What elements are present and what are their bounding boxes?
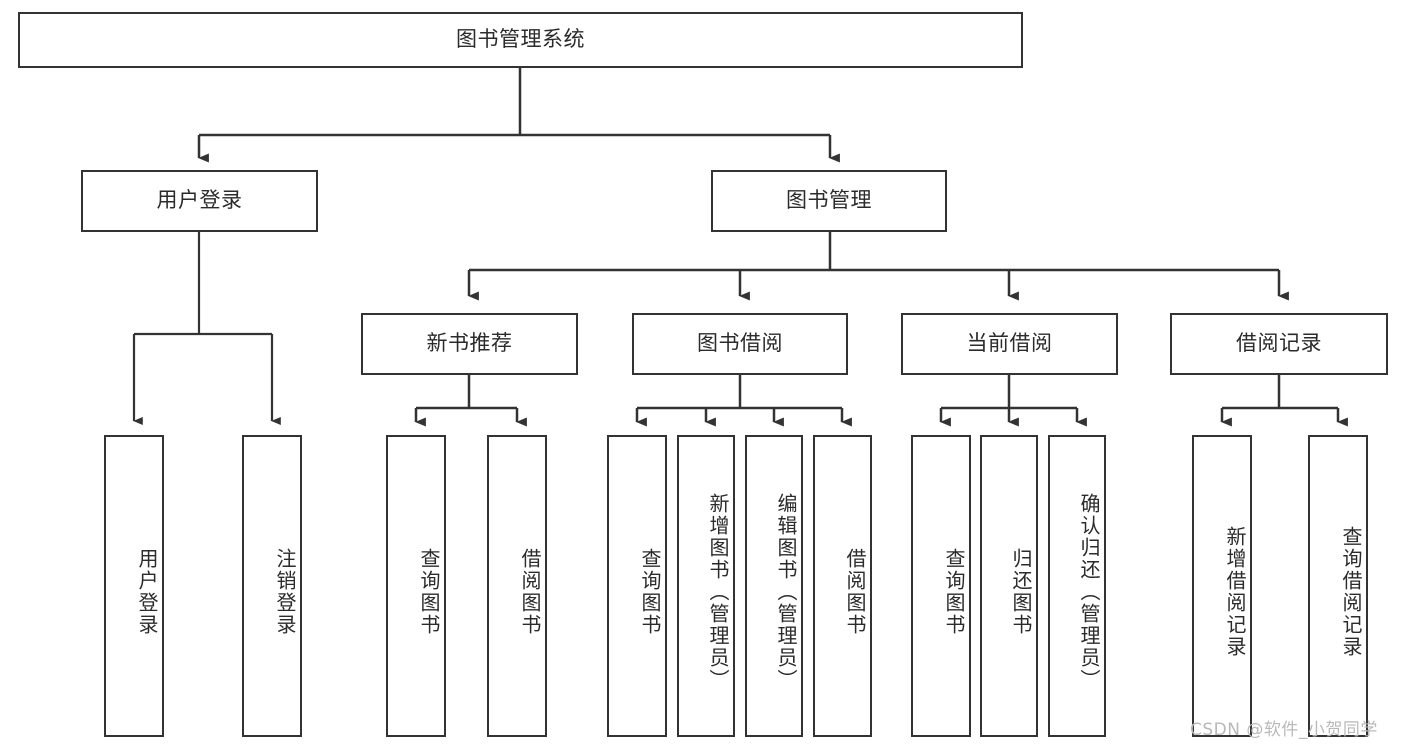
node-leaf-query-book-3[interactable]: 查询图书 (911, 435, 971, 737)
node-leaf-user-login[interactable]: 用户登录 (104, 435, 164, 737)
node-leaf-add-record[interactable]: 新增借阅记录 (1192, 435, 1252, 737)
node-leaf-borrow-book-2[interactable]: 借阅图书 (813, 435, 872, 737)
node-leaf-confirm-return[interactable]: 确认归还（管理员） (1048, 435, 1106, 737)
csdn-watermark: CSDN @软件_小贺同学 (1190, 720, 1378, 740)
node-leaf-logout-login[interactable]: 注销登录 (242, 435, 302, 737)
node-leaf-query-book-1[interactable]: 查询图书 (386, 435, 446, 737)
node-leaf-edit-book[interactable]: 编辑图书（管理员） (745, 435, 803, 737)
node-root-system[interactable]: 图书管理系统 (18, 12, 1023, 68)
node-borrow-record[interactable]: 借阅记录 (1170, 313, 1388, 375)
node-current-borrow[interactable]: 当前借阅 (901, 313, 1118, 375)
node-leaf-borrow-book-1[interactable]: 借阅图书 (487, 435, 547, 737)
node-book-borrow[interactable]: 图书借阅 (632, 313, 848, 375)
node-leaf-query-book-2[interactable]: 查询图书 (607, 435, 667, 737)
node-user-login[interactable]: 用户登录 (81, 170, 318, 232)
node-leaf-add-book[interactable]: 新增图书（管理员） (677, 435, 735, 737)
node-book-management[interactable]: 图书管理 (711, 170, 947, 232)
node-leaf-query-record[interactable]: 查询借阅记录 (1308, 435, 1368, 737)
node-leaf-return-book[interactable]: 归还图书 (980, 435, 1038, 737)
node-new-book-recommend[interactable]: 新书推荐 (361, 313, 578, 375)
